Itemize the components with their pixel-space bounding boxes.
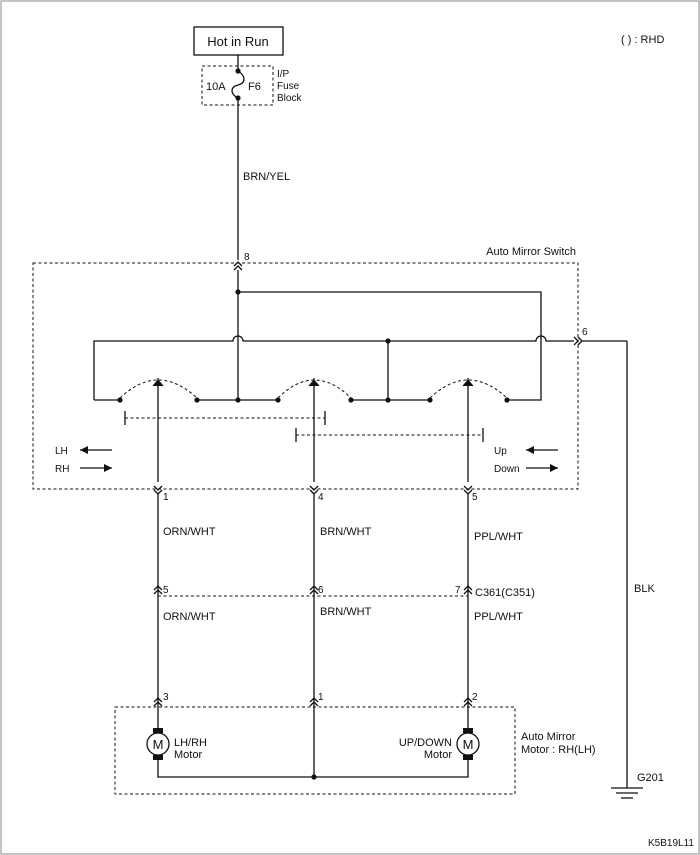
ground-id: G201 (637, 772, 664, 784)
connector-pin-6 (309, 585, 319, 595)
wire-c-color-bottom: PPL/WHT (474, 611, 523, 623)
rh-label: RH (55, 464, 69, 475)
lhrh-motor-symbol: M (153, 737, 164, 752)
motor-common-junction (311, 774, 317, 780)
switch-pin-4-label: 4 (318, 492, 324, 503)
updown-motor-brush-top (463, 728, 473, 733)
fuse-block-label-1: I/P (277, 69, 290, 80)
switch-pin-1-label: 1 (163, 492, 169, 503)
motor-assembly-label-1: Auto Mirror (521, 731, 576, 743)
feed-wire-color: BRN/YEL (243, 171, 290, 183)
pin-6-connector (573, 336, 583, 346)
power-source-box (193, 26, 284, 56)
updown-motor-label-2: Motor (424, 749, 452, 761)
switch-blade-a-arrow (152, 379, 164, 387)
wire-c-color-top: PPL/WHT (474, 531, 523, 543)
switch-pin-5-label: 5 (472, 492, 478, 503)
contact-dot (385, 397, 391, 403)
contact-dot (427, 397, 433, 403)
switch-blade-b-arrow (308, 379, 320, 387)
connector-label: C361(C351) (475, 587, 535, 599)
wire-a-color-top: ORN/WHT (163, 526, 216, 538)
up-label: Up (494, 446, 507, 457)
lhrh-motor-label-2: Motor (174, 749, 202, 761)
motor-pin-3-label: 3 (163, 692, 169, 703)
contact-dot (275, 397, 281, 403)
updown-motor-label-1: UP/DOWN (399, 737, 452, 749)
connector-pin-5 (153, 585, 163, 595)
motor-pin-1-connector (309, 697, 319, 707)
contact-dot (504, 397, 510, 403)
motor-assembly-label-2: Motor : RH(LH) (521, 744, 596, 756)
contact-dot (117, 397, 123, 403)
fuse-rating: 10A (206, 81, 226, 93)
lhrh-motor-brush-bottom (153, 755, 163, 760)
pin-6-label: 6 (582, 327, 588, 338)
motor-pin-2-label: 2 (472, 692, 478, 703)
motor-pin-2-connector (463, 697, 473, 707)
down-arrow-icon (550, 464, 558, 472)
lh-arrow-icon (80, 446, 88, 454)
rh-arrow-icon (104, 464, 112, 472)
switch-upper-loop (238, 291, 542, 401)
fuse-block-label-3: Block (277, 93, 302, 104)
updown-motor-symbol: M (463, 737, 474, 752)
diagram-code: K5B19L11 (648, 838, 694, 849)
contact-dot (235, 397, 241, 403)
updown-motor-icon (456, 732, 480, 756)
fuse-element (231, 70, 245, 99)
lhrh-motor-icon (146, 732, 170, 756)
pin-8-connector (233, 261, 243, 271)
pin-8-label: 8 (244, 252, 250, 263)
switch-pin-5-connector (463, 485, 473, 495)
motor-pin-1-label: 1 (318, 692, 324, 703)
wire-b-color-bottom: BRN/WHT (320, 606, 372, 618)
wire-a-color-bottom: ORN/WHT (163, 611, 216, 623)
lhrh-motor-label-1: LH/RH (174, 737, 207, 749)
lh-label: LH (55, 446, 68, 457)
motor-assembly-outline (114, 706, 516, 795)
switch-pin-1-connector (153, 485, 163, 495)
auto-mirror-switch-outline (32, 262, 579, 490)
contact-dot (348, 397, 354, 403)
up-arrow-icon (526, 446, 534, 454)
switch-blade-c-arrow (462, 379, 474, 387)
down-label: Down (494, 464, 520, 475)
fuse-block-label-2: Fuse (277, 81, 300, 92)
connector-pin-6-label: 6 (318, 585, 324, 596)
power-source-label: Hot in Run (207, 34, 268, 49)
switch-pin-4-connector (309, 485, 319, 495)
motor-common-return (157, 760, 469, 778)
connector-pin-7-label: 7 (455, 585, 461, 596)
switch-bus-junction (385, 338, 391, 344)
connector-pin-5-label: 5 (163, 585, 169, 596)
wire-b-color-top: BRN/WHT (320, 526, 372, 538)
updown-motor-brush-bottom (463, 755, 473, 760)
lhrh-motor-brush-top (153, 728, 163, 733)
motor-pin-3-connector (153, 697, 163, 707)
connector-pin-7 (463, 585, 473, 595)
auto-mirror-switch-label: Auto Mirror Switch (486, 246, 576, 258)
rhd-legend: ( ) : RHD (621, 34, 664, 46)
ground-wire-color: BLK (634, 583, 655, 595)
fuse-id: F6 (248, 81, 261, 93)
switch-ground-bus (93, 335, 574, 400)
contact-dot (194, 397, 200, 403)
